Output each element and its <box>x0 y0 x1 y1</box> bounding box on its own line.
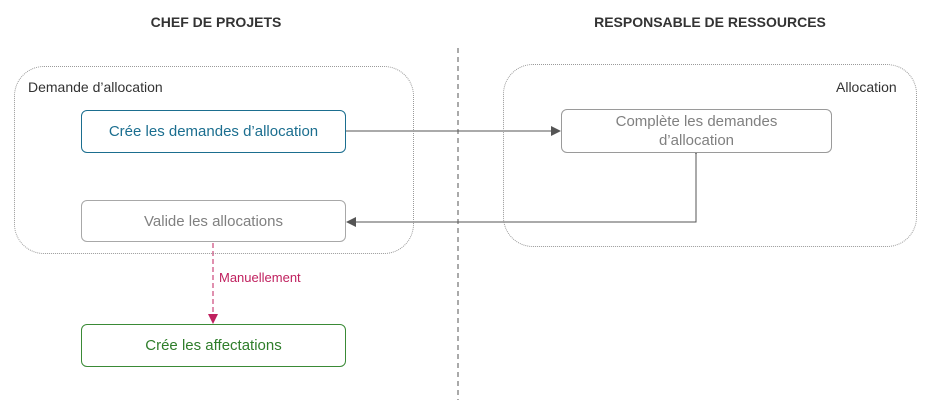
node-create-assignments: Crée les affectations <box>81 324 346 367</box>
group-label-allocation-request: Demande d’allocation <box>28 79 163 95</box>
node-complete-requests-label: Complète les demandes d’allocation <box>615 113 778 149</box>
lane-title-project-manager: CHEF DE PROJETS <box>150 14 282 30</box>
node-complete-requests: Complète les demandes d’allocation <box>561 109 832 153</box>
node-create-requests-label: Crée les demandes d’allocation <box>108 123 319 140</box>
group-label-allocation: Allocation <box>836 79 897 95</box>
group-allocation-request <box>14 66 414 254</box>
group-allocation <box>503 64 917 247</box>
arrow-complete-to-validate <box>346 145 701 227</box>
node-create-requests: Crée les demandes d’allocation <box>81 110 346 153</box>
lane-title-resource-manager: RESPONSABLE DE RESSOURCES <box>594 14 826 30</box>
edge-label-manual: Manuellement <box>219 270 301 285</box>
node-validate-allocations-label: Valide les allocations <box>144 212 283 230</box>
node-validate-allocations: Valide les allocations <box>81 200 346 242</box>
node-create-assignments-label: Crée les affectations <box>145 337 282 354</box>
